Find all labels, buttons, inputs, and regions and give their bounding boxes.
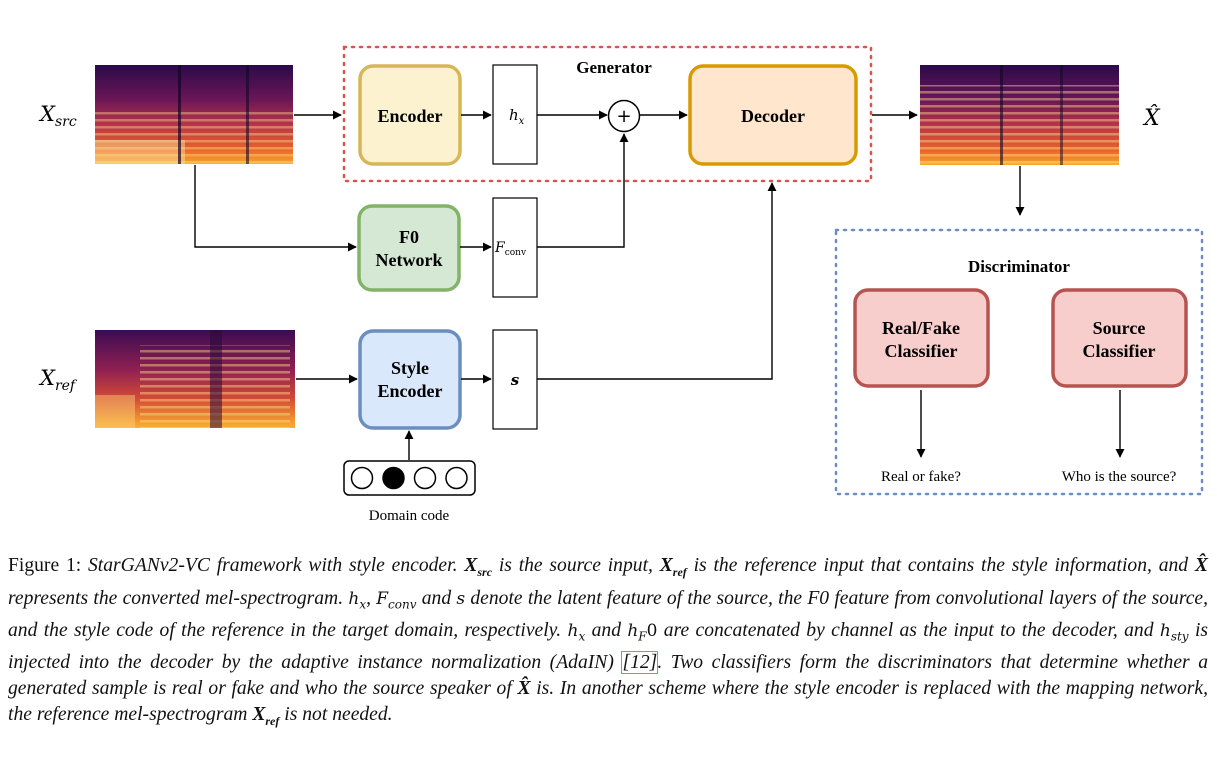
- discriminator-box: [834, 228, 1204, 496]
- citation-link[interactable]: [12]: [621, 651, 659, 675]
- framework-diagram: Generator Encoder hx + Decoder F0 Networ…: [38, 45, 1204, 524]
- x-hat-label: X̂: [1142, 105, 1161, 131]
- hx-feature-box: [492, 64, 538, 165]
- concat-circle: [607, 99, 641, 133]
- f0-label-line1: F0: [399, 227, 419, 247]
- encoder-block: [358, 64, 462, 166]
- f0-label-line2: Network: [376, 250, 443, 270]
- real-fake-line1: Real/Fake: [882, 318, 960, 338]
- style-encoder-line1: Style: [391, 358, 429, 378]
- hx-label: hx: [509, 106, 525, 127]
- source-classifier-line1: Source: [1093, 318, 1146, 338]
- generator-box: [342, 45, 873, 183]
- source-classifier-block: [1051, 288, 1188, 388]
- decoder-label: Decoder: [741, 106, 805, 126]
- f0-network-block: [357, 204, 461, 292]
- real-fake-line2: Classifier: [885, 341, 958, 361]
- discriminator-label: Discriminator: [968, 257, 1070, 276]
- who-is-source-output: Who is the source?: [1062, 469, 1177, 485]
- plus-symbol: +: [616, 106, 631, 127]
- real-fake-classifier-block: [853, 288, 990, 388]
- x-src-label: Xsrc: [38, 102, 77, 130]
- generator-label: Generator: [576, 58, 652, 77]
- domain-code-dots: [350, 466, 468, 490]
- style-encoder-line2: Encoder: [378, 381, 443, 401]
- domain-code-box: [343, 460, 476, 496]
- encoder-label: Encoder: [378, 106, 443, 126]
- figure-caption: Figure 1: StarGANv2-VC framework with st…: [8, 555, 1209, 728]
- converted-spectrogram: [920, 65, 1119, 165]
- domain-code-dot: [445, 466, 468, 490]
- domain-code-dot: [382, 466, 405, 490]
- x-ref-label: Xref: [38, 366, 78, 394]
- source-classifier-line2: Classifier: [1083, 341, 1156, 361]
- fconv-label: Fconv: [494, 240, 527, 258]
- reference-spectrogram: [95, 330, 295, 428]
- style-code-box: [492, 329, 538, 430]
- domain-code-label: Domain code: [369, 508, 450, 524]
- decoder-block: [688, 64, 858, 166]
- domain-code-dot: [350, 466, 374, 490]
- real-or-fake-output: Real or fake?: [881, 469, 961, 485]
- s-label: s: [511, 371, 520, 389]
- figure-label: Figure 1:: [8, 555, 82, 576]
- source-spectrogram: [95, 65, 293, 164]
- style-encoder-block: [358, 329, 462, 430]
- domain-code-dot: [413, 466, 437, 490]
- arrows: [194, 110, 1125, 460]
